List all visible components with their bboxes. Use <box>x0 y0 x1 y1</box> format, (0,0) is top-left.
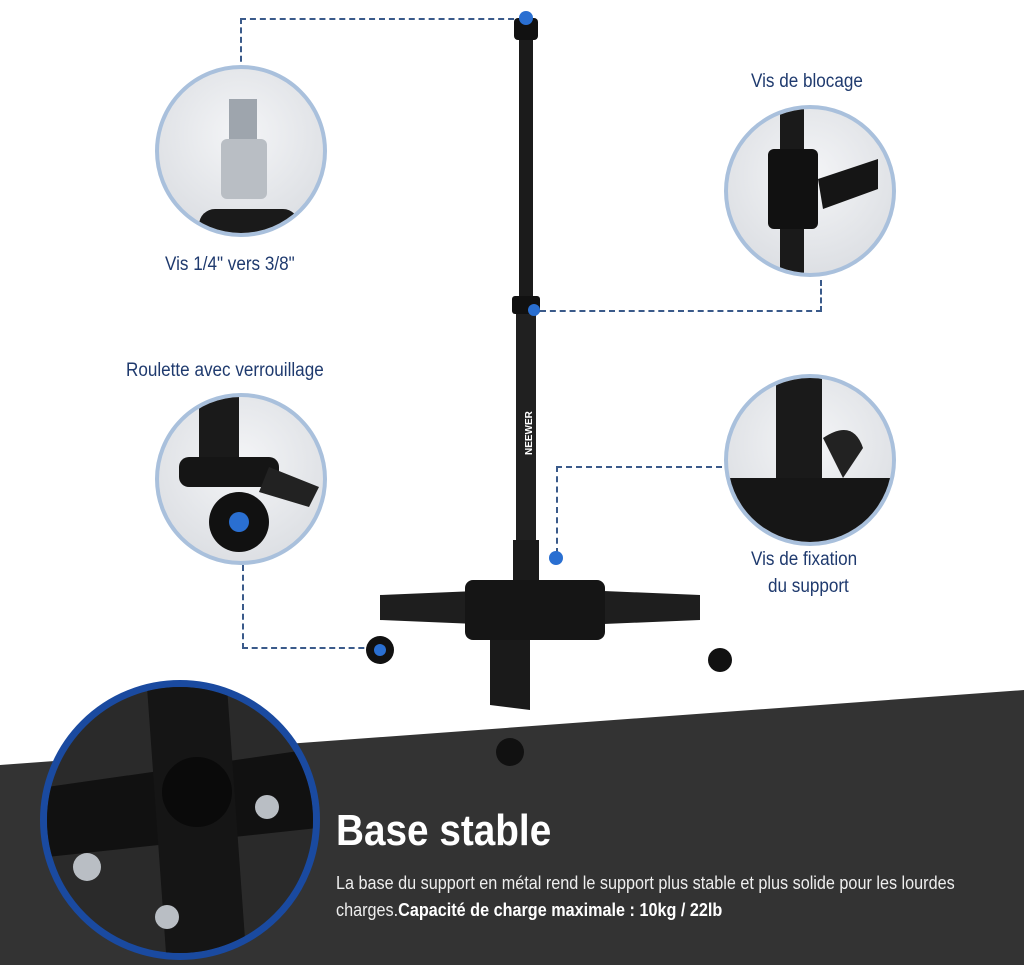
feature-title: Base stable <box>336 806 552 855</box>
label-screw-adapter: Vis 1/4" vers 3/8" <box>165 254 295 275</box>
detail-circle-fixing-screw <box>724 374 896 546</box>
connector-line <box>556 466 732 554</box>
connector-line <box>240 18 524 90</box>
detail-circle-locking-knob <box>724 105 896 277</box>
light-stand-image: NEEWER <box>366 11 732 766</box>
label-locking-caster: Roulette avec verrouillage <box>126 360 324 381</box>
detail-circle-locking-caster <box>155 393 327 565</box>
feature-description: La base du support en métal rend le supp… <box>336 870 966 924</box>
label-locking-knob: Vis de blocage <box>751 71 863 92</box>
label-fixing-screw-line2: du support <box>768 576 849 597</box>
brand-logo: NEEWER <box>524 410 535 455</box>
connector-line <box>540 280 822 312</box>
detail-circle-base <box>40 680 320 960</box>
detail-circle-screw-adapter <box>155 65 327 237</box>
connector-line <box>242 565 374 649</box>
feature-highlight: Capacité de charge maximale : 10kg / 22l… <box>398 900 723 920</box>
label-fixing-screw-line1: Vis de fixation <box>751 549 858 570</box>
feature-description-text: La base du support en métal rend le supp… <box>336 873 955 920</box>
